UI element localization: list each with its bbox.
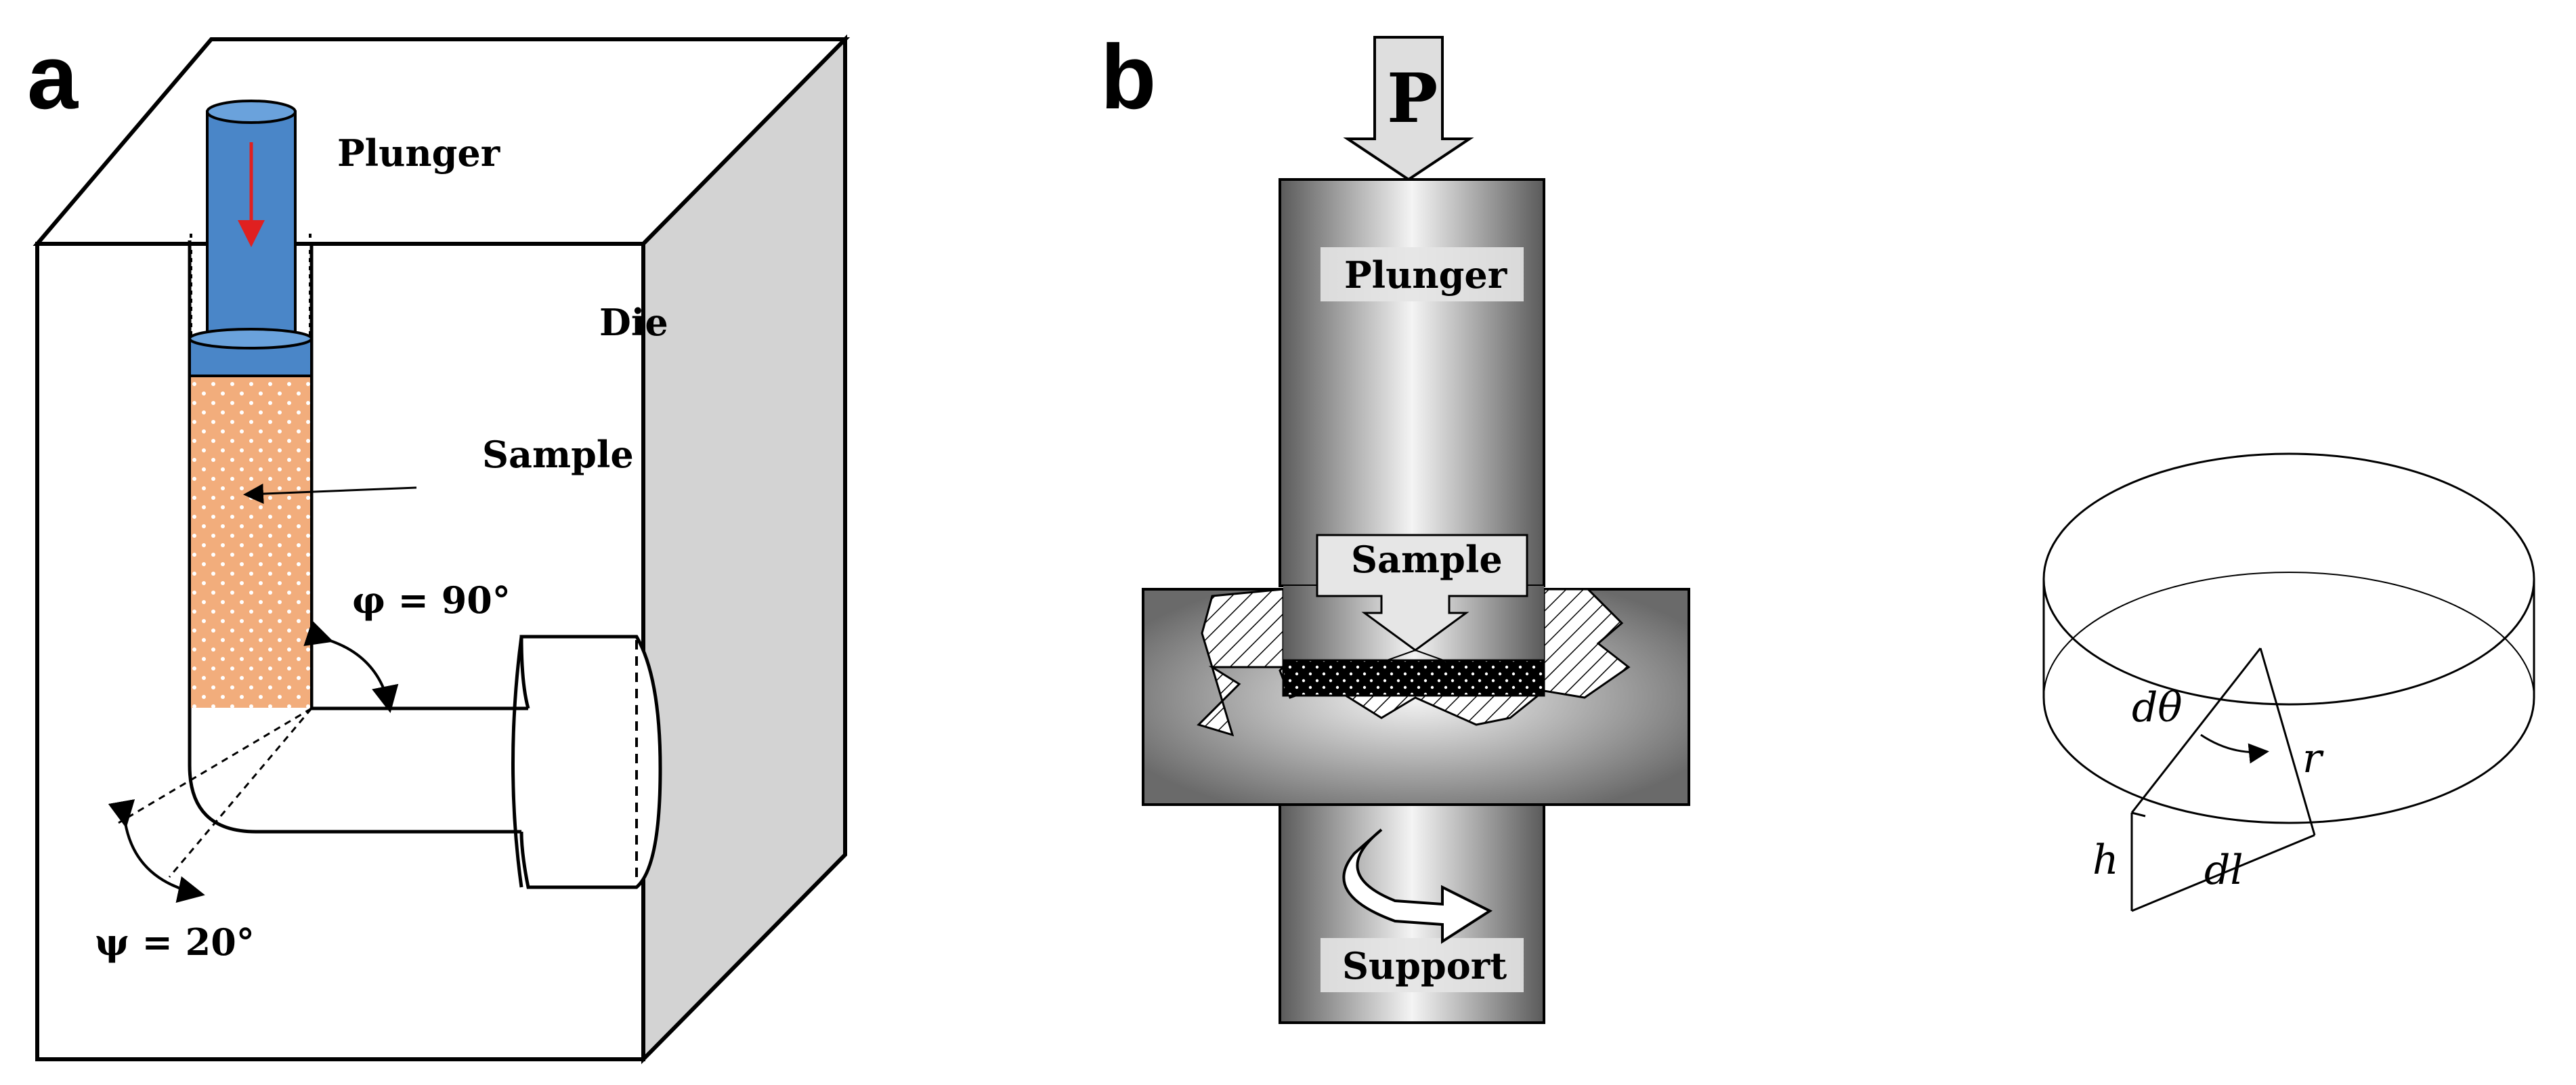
plunger-a — [188, 100, 313, 377]
panel-c: dθ r h dl — [2042, 452, 2535, 912]
panel-a: a — [27, 26, 851, 1065]
dtheta-label: dθ — [2132, 684, 2183, 731]
panel-a-letter: a — [27, 26, 79, 128]
volume-element — [2130, 647, 2316, 912]
die-block — [33, 34, 851, 1065]
phi-arc — [303, 620, 399, 713]
sample-label-b: Sample — [1351, 538, 1503, 581]
disk-side — [2042, 579, 2535, 824]
support-label: Support — [1342, 944, 1507, 987]
dtheta-arc — [2200, 733, 2269, 764]
plunger-label-a: Plunger — [337, 131, 500, 175]
sample-pointer — [243, 484, 417, 505]
psi-label: ψ = 20° — [95, 920, 255, 964]
r-label: r — [2302, 735, 2324, 782]
sample-callout — [1316, 534, 1528, 652]
panel-b: b P Plunger Sample Support — [1100, 26, 1690, 1024]
rotation-arrow — [1342, 828, 1493, 944]
die-label: Die — [599, 301, 668, 344]
sample-label-a: Sample — [482, 433, 634, 476]
upper-plunger — [1279, 178, 1545, 587]
load-arrow — [1343, 36, 1474, 182]
plunger-label-b: Plunger — [1344, 253, 1507, 297]
dl-label: dl — [2204, 847, 2244, 894]
panel-b-letter: b — [1100, 26, 1156, 128]
load-label: P — [1387, 58, 1438, 138]
disk-bottom-back-edge — [2043, 572, 2535, 698]
disk-top-edge — [2042, 452, 2535, 706]
exit-cylinder — [519, 635, 662, 889]
sample-disk — [1282, 659, 1545, 697]
phi-label: φ = 90° — [352, 578, 511, 622]
h-label: h — [2092, 836, 2119, 884]
psi-arc — [108, 799, 205, 903]
angle-guides — [108, 484, 417, 903]
sample-billet — [191, 376, 310, 708]
